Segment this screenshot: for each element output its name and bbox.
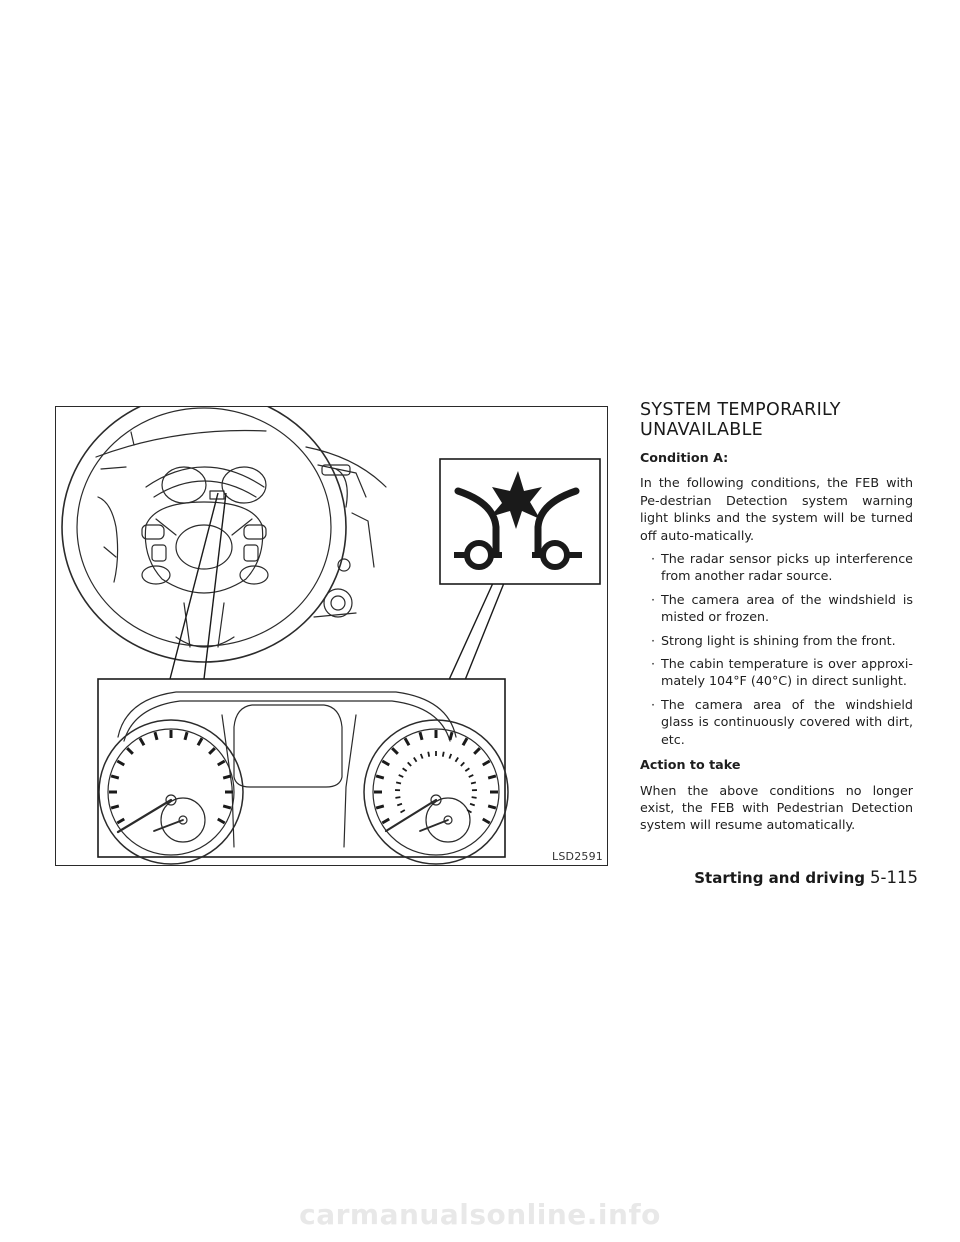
gauge-tick <box>183 731 189 741</box>
gauge-tick <box>464 767 470 772</box>
list-item-text: The camera area of the windshield glass … <box>661 696 913 747</box>
gauge-tick <box>138 737 146 746</box>
dashboard-illustration <box>61 407 601 865</box>
gauge-tick <box>116 759 125 767</box>
heading-line-1: SYSTEM TEMPORARILY <box>640 400 841 420</box>
gauge-tick <box>466 809 472 814</box>
gauge-tick <box>402 767 408 772</box>
text-column: SYSTEM TEMPORARILY UNAVAILABLE Condition… <box>640 400 913 840</box>
gauge-tick <box>208 747 216 755</box>
condition-label: Condition A: <box>640 450 729 465</box>
action-paragraph: When the above conditions no longer exis… <box>640 782 913 833</box>
bullet-mark: · <box>651 632 656 648</box>
gauge-tick <box>222 804 232 810</box>
intro-paragraph: In the following conditions, the FEB wit… <box>640 475 913 543</box>
gauge-tick <box>396 802 403 807</box>
gauge-tick <box>116 817 125 825</box>
gauge-tick <box>473 747 481 755</box>
list-item: · The camera area of the windshield is mi… <box>640 591 913 626</box>
list-item-text: The radar sensor picks up interference f… <box>661 551 913 584</box>
action-label: Action to take <box>640 757 741 773</box>
figure-code: LSD2591 <box>551 850 604 863</box>
gauge-tick <box>413 757 418 763</box>
heading-line-2: UNAVAILABLE <box>640 420 763 440</box>
gauge-tick <box>471 796 477 799</box>
gauge-tick <box>487 774 497 780</box>
gauge-tick <box>391 747 399 755</box>
gauge-tick <box>398 774 404 778</box>
gauge-tick <box>110 774 120 780</box>
list-item-text: Strong light is shining from the front. <box>661 632 896 648</box>
gauge-tick <box>487 804 497 810</box>
gauge-tick <box>468 774 474 778</box>
bullet-mark: · <box>651 591 656 607</box>
gauge-tick <box>448 731 454 741</box>
footer-section-name: Starting and driving <box>694 869 866 887</box>
gauge-tick <box>153 731 159 741</box>
gauge-tick <box>482 817 491 825</box>
gauge-tick <box>110 804 120 810</box>
bullet-mark: · <box>651 696 656 712</box>
gauge-tick <box>375 804 385 810</box>
list-item-text: The camera area of the windshield is mis… <box>661 591 913 625</box>
gauge-tick <box>441 751 445 757</box>
gauge-tick <box>448 753 453 759</box>
gauge-tick <box>400 809 406 814</box>
gauge-tick <box>407 761 412 767</box>
list-item: · The radar sensor picks up interference … <box>640 550 913 585</box>
illustration-figure: LSD2591 <box>55 406 608 866</box>
gauge-tick <box>395 796 401 799</box>
bullet-mark: · <box>651 656 656 672</box>
gauge-tick <box>196 737 204 746</box>
gauge-tick <box>427 751 431 757</box>
condition-list: · The radar sensor picks up interference … <box>640 550 913 748</box>
list-item: · Strong light is shining from the front. <box>640 632 913 649</box>
bullet-mark: · <box>651 551 656 567</box>
gauge-tick <box>403 737 411 746</box>
list-item: · The cabin temperature is over approxi-m… <box>640 655 913 690</box>
gauge-tick <box>461 737 469 746</box>
gauge-tick <box>418 731 424 741</box>
gauge-tick <box>482 759 491 767</box>
section-heading: SYSTEM TEMPORARILY UNAVAILABLE <box>640 400 913 440</box>
watermark: carmanualsonline.info <box>299 1198 661 1231</box>
gauge-tick <box>126 747 134 755</box>
gauge-tick <box>217 817 226 825</box>
gauge-tick <box>460 761 465 767</box>
gauge-tick <box>469 802 476 807</box>
gauge-tick <box>395 781 402 785</box>
gauge-tick <box>454 757 459 763</box>
gauge-tick <box>375 774 385 780</box>
gauge-tick <box>222 774 232 780</box>
gauge-tick <box>381 759 390 767</box>
gauge-tick <box>419 753 424 759</box>
list-item: · The camera area of the windshield glass… <box>640 696 913 748</box>
list-item-text: The cabin temperature is over approxi-ma… <box>661 656 913 689</box>
feb-pedestrian-warning-icon <box>454 471 582 570</box>
page-number: 5-115 <box>870 868 918 887</box>
gauge-tick <box>217 759 226 767</box>
gauge-tick <box>381 817 390 825</box>
gauge-tick <box>470 781 477 785</box>
